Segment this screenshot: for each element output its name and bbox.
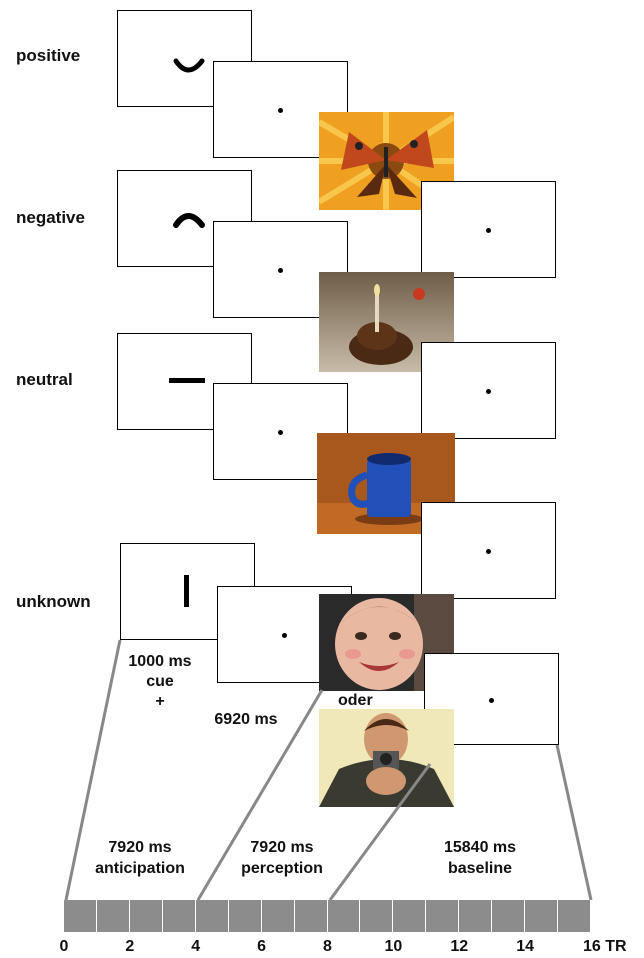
- baseline-screen-3: [421, 502, 556, 599]
- timeline-segment: [261, 900, 295, 932]
- butterfly-flower-image: [319, 112, 454, 210]
- photo-disgusting-food: [319, 272, 454, 372]
- timeline-segment: [393, 900, 427, 932]
- timeline-segment: [492, 900, 526, 932]
- timeline-tick-label: 12: [450, 938, 469, 955]
- plus-sign: +: [155, 693, 165, 710]
- fixation-dot: [489, 698, 494, 703]
- fixation-dot: [486, 228, 491, 233]
- tr-timeline: [64, 900, 591, 932]
- smile-curve-icon: [173, 58, 205, 73]
- timeline-segment: [558, 900, 591, 932]
- fixation-dot: [486, 549, 491, 554]
- timeline-segment: [360, 900, 394, 932]
- frown-curve-icon: [173, 213, 205, 228]
- perception-label: perception: [241, 860, 323, 877]
- timeline-tick-label: 6: [257, 938, 267, 955]
- fixation-dot: [278, 108, 283, 113]
- timeline-tick-label: 0: [59, 938, 69, 955]
- fixation-dot: [278, 430, 283, 435]
- disgusting-food-image: [319, 272, 454, 372]
- timeline-segment: [162, 900, 196, 932]
- perception-duration: 7920 ms: [250, 839, 314, 856]
- timeline-segment: [459, 900, 493, 932]
- timeline-segment: [195, 900, 229, 932]
- label-negative: negative: [16, 208, 85, 227]
- baseline-screen-2: [421, 342, 556, 439]
- timeline-segment: [129, 900, 163, 932]
- alternative-word: oder: [338, 692, 373, 709]
- timeline-tick-label: 8: [323, 938, 332, 955]
- cue-word: cue: [146, 673, 174, 690]
- vertical-bar-icon: [184, 575, 189, 607]
- timeline-segment: [64, 900, 97, 932]
- baseline-duration: 15840 ms: [443, 839, 517, 856]
- fixation-dot: [282, 633, 287, 638]
- timeline-tick-label: 16 TR: [583, 938, 627, 955]
- anticipation-label: anticipation: [95, 860, 185, 877]
- timeline-tick-label: 10: [384, 938, 403, 955]
- timeline-segment: [327, 900, 361, 932]
- timeline-segment: [294, 900, 328, 932]
- horizontal-bar-icon: [169, 378, 205, 383]
- label-neutral: neutral: [16, 370, 73, 389]
- timeline-tick-label: 4: [191, 938, 201, 955]
- fixation-dot: [278, 268, 283, 273]
- fixation-duration: 6920 ms: [214, 711, 278, 728]
- photo-gun-man: [319, 709, 454, 807]
- timeline-segment: [228, 900, 262, 932]
- baseline-screen-1: [421, 181, 556, 278]
- timeline-segment: [426, 900, 460, 932]
- label-unknown: unknown: [16, 592, 91, 611]
- baseline-label: baseline: [447, 860, 513, 877]
- timeline-segment: [525, 900, 559, 932]
- gun-pointing-man-image: [319, 709, 454, 807]
- anticipation-duration: 7920 ms: [108, 839, 172, 856]
- cue-duration: 1000 ms: [128, 653, 192, 670]
- timeline-tick-label: 14: [516, 938, 535, 955]
- photo-butterfly: [319, 112, 454, 210]
- label-positive: positive: [16, 46, 81, 65]
- timeline-segment: [96, 900, 130, 932]
- timeline-tick-label: 2: [125, 938, 135, 955]
- fixation-dot: [486, 389, 491, 394]
